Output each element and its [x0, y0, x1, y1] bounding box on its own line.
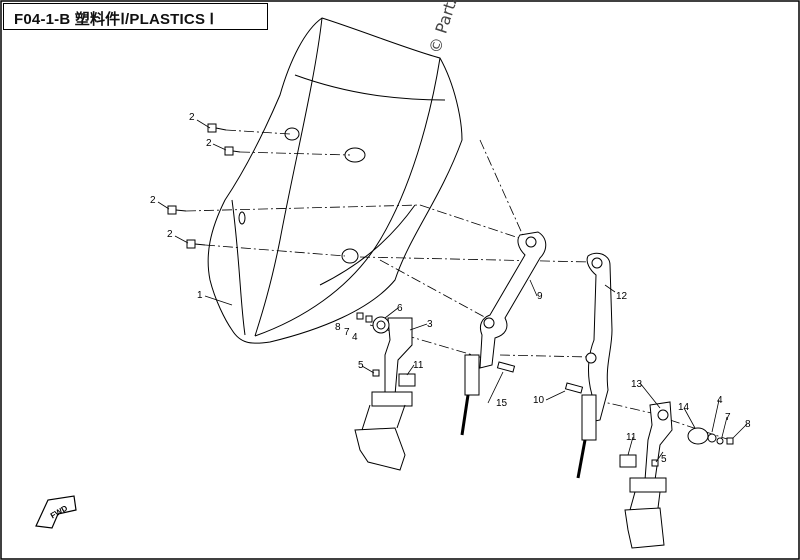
callout-2: 2 [167, 229, 173, 240]
bracket-part-9 [460, 231, 547, 436]
diagram-title-box: F04-1-B 塑料件Ⅰ/PLASTICS Ⅰ [3, 3, 268, 30]
callout-2: 2 [206, 138, 212, 149]
callout-7: 7 [725, 412, 731, 423]
mount-part-3 [354, 317, 413, 471]
windshield-part-1 [207, 17, 463, 344]
callout-8: 8 [745, 419, 751, 430]
callout-11: 11 [626, 432, 637, 443]
callout-4: 4 [352, 332, 358, 343]
callout-15: 15 [496, 398, 508, 409]
leader-lines [157, 119, 748, 463]
callout-13: 13 [631, 379, 643, 390]
callout-4: 4 [717, 395, 723, 406]
hardware-parts [356, 312, 734, 468]
callout-10: 10 [533, 395, 545, 406]
callout-2: 2 [150, 195, 156, 206]
callout-6: 6 [397, 303, 403, 314]
bolt-part-2 [167, 123, 241, 249]
mount-part-13 [624, 401, 673, 549]
callout-8: 8 [335, 322, 341, 333]
callout-2: 2 [189, 112, 195, 123]
callout-12: 12 [616, 291, 628, 302]
callout-5: 5 [661, 454, 667, 465]
diagram-title: F04-1-B 塑料件Ⅰ/PLASTICS Ⅰ [14, 11, 215, 28]
fwd-arrow-icon: FWD [35, 495, 77, 529]
callout-11: 11 [413, 360, 424, 371]
callout-3: 3 [427, 319, 433, 330]
callout-7: 7 [344, 327, 350, 338]
callout-9: 9 [537, 291, 543, 302]
bracket-part-12 [576, 252, 613, 479]
callout-1: 1 [197, 290, 203, 301]
callout-14: 14 [678, 402, 690, 413]
callout-5: 5 [358, 360, 364, 371]
